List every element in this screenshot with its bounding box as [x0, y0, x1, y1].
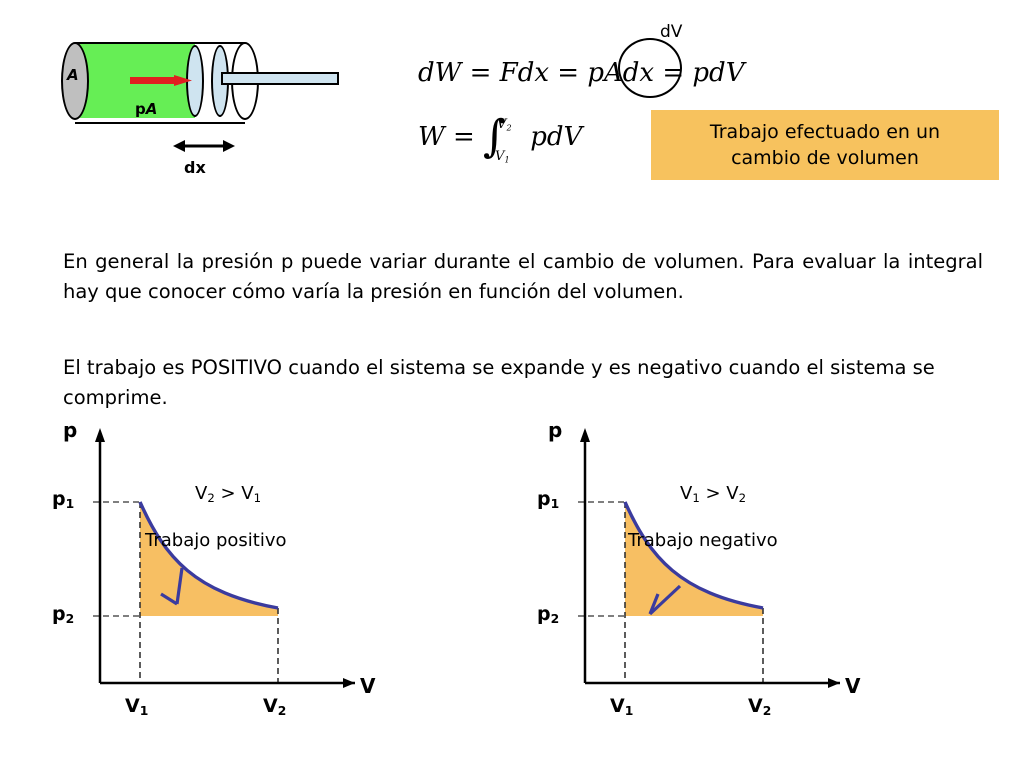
x-axis-arrow-right: [828, 678, 840, 688]
area-label: A: [67, 66, 79, 84]
dv-callout-label: dV: [660, 22, 683, 42]
x-axis-label-right: V: [845, 674, 861, 698]
integral-lower-limit: V1: [495, 149, 510, 165]
y-tick-p1-right: p1: [537, 488, 560, 512]
dv-highlight-circle: [618, 38, 682, 98]
equation-work-differential: dW = Fdx = pAdx = pdV: [418, 58, 744, 88]
cylinder-left-end: [61, 42, 89, 120]
callout-line-2: cambio de volumen: [731, 147, 919, 169]
equation-w-lhs: W =: [418, 122, 475, 152]
area-fill-left: [140, 502, 278, 616]
condition-label-right: V1 > V2: [680, 483, 747, 505]
equation-w-integrand: pdV: [530, 122, 583, 152]
dx-label: dx: [184, 158, 206, 177]
paragraph-pressure-variation: En general la presión p puede variar dur…: [63, 250, 983, 303]
x-tick-v2-right: V2: [748, 695, 772, 719]
piston-diagram: A pA dx: [55, 28, 345, 188]
y-tick-p2-left: p2: [52, 603, 75, 627]
chart-trabajo-negativo: p V p1 p2 V1 V2 V1 > V2 Trabajo negativo: [537, 418, 940, 748]
chart-left-svg: [93, 428, 355, 688]
y-axis-label-right: p: [548, 418, 563, 442]
x-tick-v1-left: V1: [125, 695, 149, 719]
direction-arrow-left-barb: [160, 592, 178, 606]
caption-right: Trabajo negativo: [628, 530, 778, 551]
x-axis-arrow-left: [343, 678, 355, 688]
y-axis-arrow-right: [580, 428, 590, 442]
area-fill-right: [625, 502, 763, 616]
chart-right-svg: [578, 428, 840, 688]
isotherm-curve-right: [623, 501, 764, 610]
x-tick-v2-left: V2: [263, 695, 287, 719]
y-axis-label-left: p: [63, 418, 78, 442]
isotherm-curve-left: [138, 501, 279, 610]
x-axis-label-left: V: [360, 674, 376, 698]
direction-arrow-left: [175, 567, 184, 605]
piston-rod: [221, 72, 339, 85]
double-arrow-icon: [173, 140, 235, 152]
x-tick-v1-right: V1: [610, 695, 634, 719]
callout-line-1: Trabajo efectuado en un: [709, 121, 941, 143]
direction-arrow-right: [648, 584, 682, 616]
y-tick-p2-right: p2: [537, 603, 560, 627]
caption-left: Trabajo positivo: [145, 530, 287, 551]
direction-arrow-right-barb: [648, 593, 660, 615]
force-arrow-icon: [130, 75, 192, 86]
y-tick-p1-left: p1: [52, 488, 75, 512]
paragraph-sign-convention: El trabajo es POSITIVO cuando el sistema…: [63, 356, 935, 409]
force-label: pA: [135, 100, 158, 118]
y-axis-arrow-left: [95, 428, 105, 442]
callout-box: Trabajo efectuado en un cambio de volume…: [651, 110, 999, 180]
equation-dw-part1: dW = Fdx = p: [418, 58, 604, 88]
condition-label-left: V2 > V1: [195, 483, 262, 505]
chart-trabajo-positivo: p V p1 p2 V1 V2 V2 > V1 Trabajo positivo: [52, 418, 455, 748]
integral-upper-limit: V2: [497, 117, 512, 133]
